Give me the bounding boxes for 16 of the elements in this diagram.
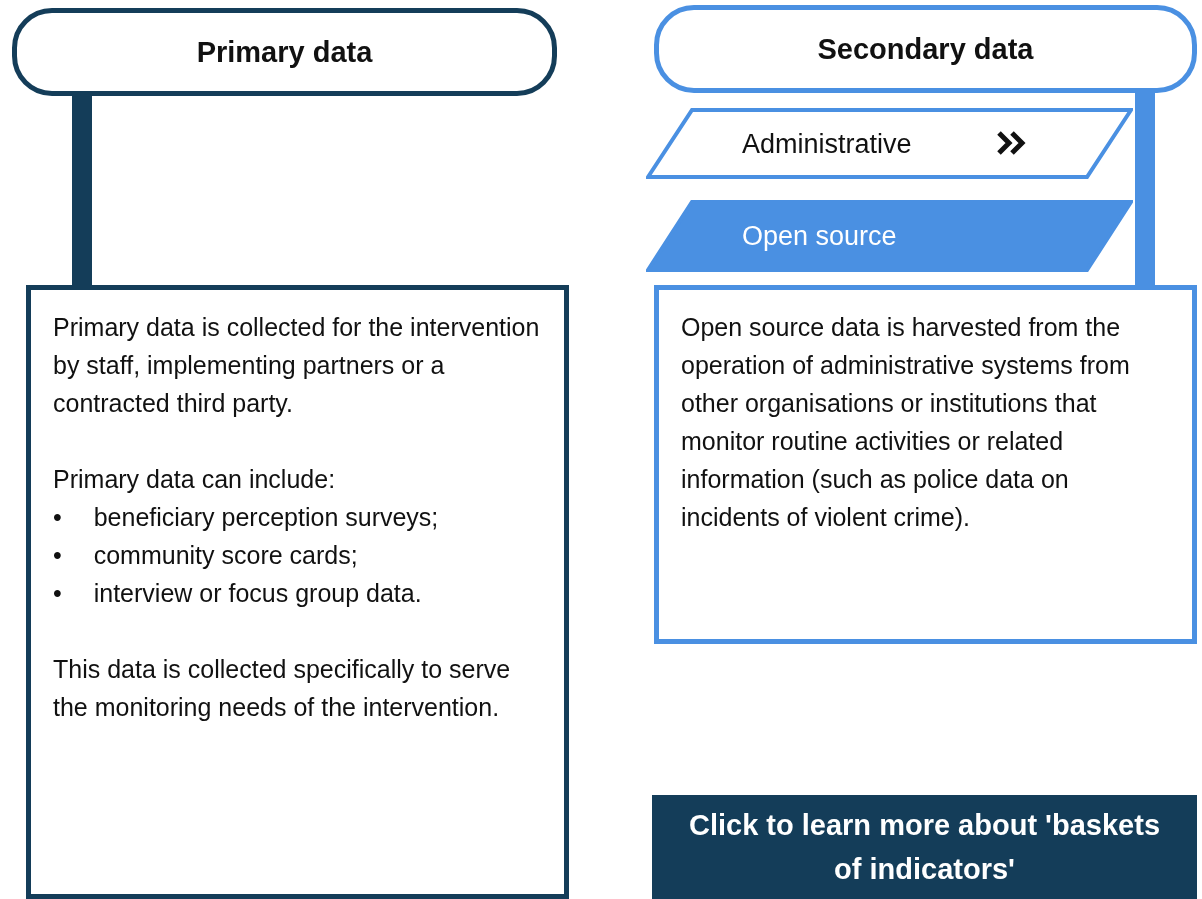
- paragraph: Open source data is harvested from the operation of administrative systems from other organisations or institutions that monitor routine activities or related information (such as police data on incidents of violent crime).: [681, 312, 1131, 533]
- bullet-item: • community score cards;: [53, 540, 359, 571]
- bullet-item: • beneficiary perception surveys;: [53, 502, 440, 533]
- text-panel: [26, 285, 569, 899]
- paragraph: This data is collected specifically to serve the monitoring needs of the intervention.: [53, 654, 512, 723]
- tab-label: Open source: [742, 220, 897, 252]
- link-button: Click to learn more about 'baskets of indicators': [652, 795, 1197, 899]
- text-panel: [654, 285, 1197, 644]
- header-pill: Secondary data: [654, 5, 1197, 93]
- paragraph: Primary data is collected for the intervention by staff, implementing partners or a contracted third party.: [53, 312, 541, 419]
- parallelogram-tab: [646, 108, 1133, 179]
- header-pill: Primary data: [12, 8, 557, 96]
- paragraph: Primary data can include:: [53, 464, 337, 495]
- bullet-item: • interview or focus group data.: [53, 578, 423, 609]
- tab-label: Administrative: [742, 128, 912, 159]
- parallelogram-tab: [646, 200, 1133, 272]
